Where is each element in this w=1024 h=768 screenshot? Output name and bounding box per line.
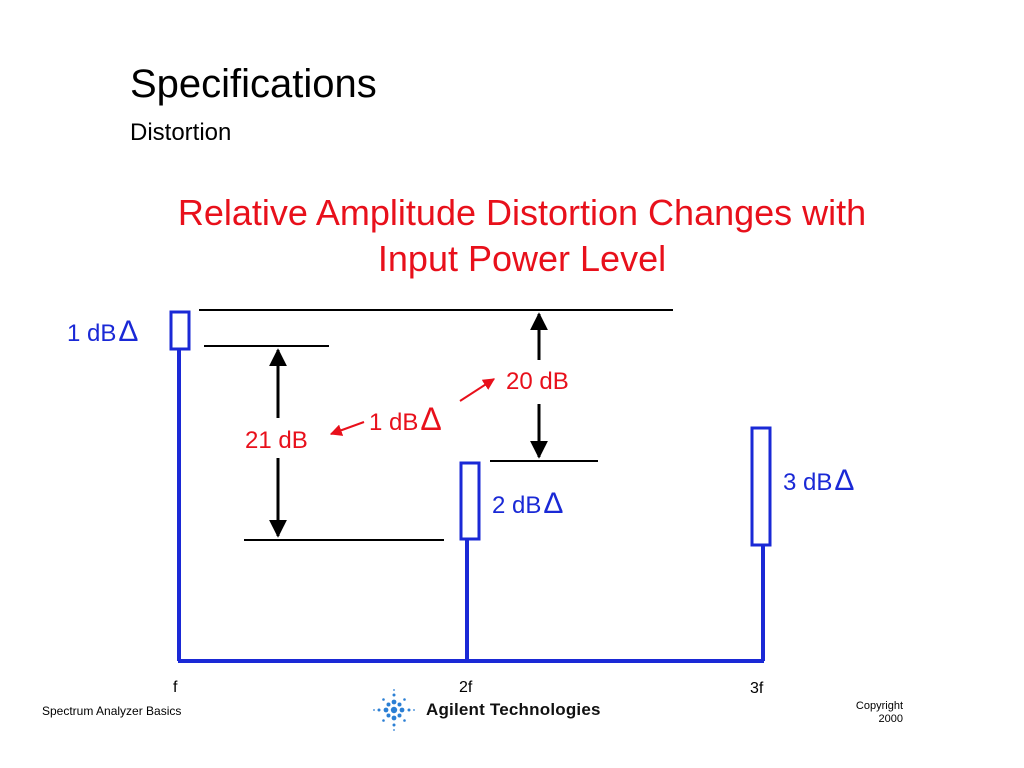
gap-after-label-bg: [520, 360, 560, 404]
slide-title: Specifications: [130, 62, 377, 106]
slide-headline: Relative Amplitude Distortion Changes wi…: [100, 190, 944, 282]
agilent-logo: Agilent Technologies: [372, 688, 601, 732]
pointer-to-21db: [329, 421, 365, 436]
x-label-2f: 2f: [459, 679, 473, 696]
delta-icon: Δ: [543, 487, 563, 520]
third-change-label: 3 dBΔ: [783, 464, 854, 497]
delta-icon: Δ: [118, 315, 138, 348]
logo-text: Agilent Technologies: [426, 700, 601, 719]
x-label-3f: 3f: [750, 680, 764, 697]
delta-icon: Δ: [834, 464, 854, 497]
relative-change-label: 1 dBΔ: [369, 401, 442, 437]
headline-line-2: Input Power Level: [377, 238, 667, 279]
delta-icon: Δ: [420, 401, 441, 437]
footer-course-name: Spectrum Analyzer Basics: [42, 704, 182, 718]
fundamental-box: [169, 310, 191, 351]
x-label-f: f: [173, 679, 178, 696]
gap-before-label: 21 dB: [245, 427, 308, 454]
pointer-to-20db: [459, 378, 496, 402]
third-harmonic-box: [750, 426, 772, 547]
headline-line-1: Relative Amplitude Distortion Changes wi…: [177, 192, 867, 233]
gap-after-label: 20 dB: [506, 368, 569, 395]
second-harmonic-box: [459, 461, 481, 541]
slide-subtitle: Distortion: [130, 119, 232, 146]
gap-before-label-bg: [262, 418, 294, 458]
second-change-label: 2 dBΔ: [492, 487, 563, 520]
copyright: Copyright 2000: [820, 700, 903, 726]
copyright-line-1: Copyright: [855, 700, 903, 712]
copyright-line-2: 2000: [878, 713, 903, 725]
agilent-spark-icon: [373, 689, 415, 731]
fundamental-change-label: 1 dBΔ: [67, 315, 138, 348]
